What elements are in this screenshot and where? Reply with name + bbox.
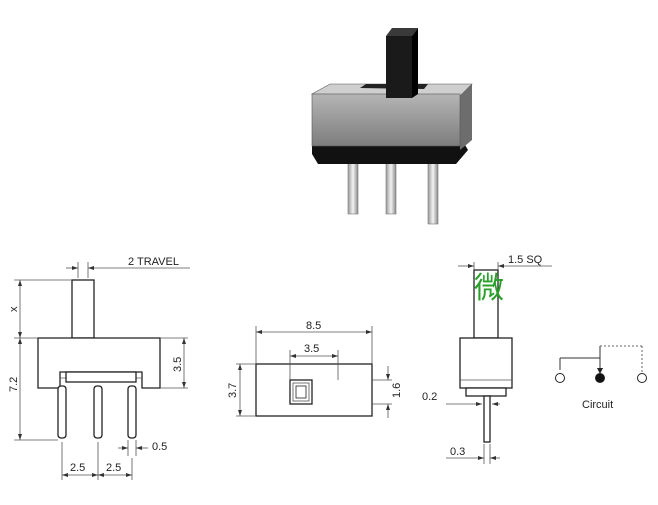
circuit-symbol: Circuit	[555, 345, 647, 411]
watermark: 微	[474, 271, 504, 306]
side-view: 2 TRAVEL x 7.2 3.5	[8, 256, 190, 480]
label-pitch-left: 2.5	[70, 462, 85, 474]
switch-side-face	[460, 84, 472, 150]
top-view: 8.5 3.5 3.7 1.6	[227, 320, 403, 418]
terminal-common	[595, 373, 605, 383]
label-height-body: 3.5	[172, 357, 184, 372]
label-height-total: 7.2	[8, 377, 20, 392]
label-top-width: 3.7	[227, 383, 239, 398]
actuator-front	[386, 36, 412, 98]
pin-right	[427, 157, 439, 225]
label-top-slot: 3.5	[304, 343, 319, 355]
switch-photo	[310, 28, 473, 225]
label-travel: 2 TRAVEL	[128, 256, 179, 268]
switch-front-face	[311, 93, 461, 147]
label-pin-width: 0.5	[152, 441, 167, 453]
end-view: 微 1.5 SQ 0.2 0.3	[422, 254, 552, 464]
pin-left	[347, 157, 359, 215]
label-x: x	[8, 306, 20, 312]
actuator	[386, 28, 418, 36]
label-top-slot-height: 1.6	[391, 383, 403, 398]
label-top-length: 8.5	[306, 320, 321, 332]
terminal-right	[637, 373, 647, 383]
pin-middle	[385, 157, 397, 215]
label-actuator-sq: 1.5 SQ	[508, 254, 543, 266]
terminal-left	[555, 373, 565, 383]
label-pin-thickness: 0.2	[422, 391, 437, 403]
actuator-side	[412, 28, 418, 98]
label-pin-offset: 0.3	[450, 446, 465, 458]
label-circuit: Circuit	[582, 399, 613, 411]
label-pitch-right: 2.5	[106, 462, 121, 474]
